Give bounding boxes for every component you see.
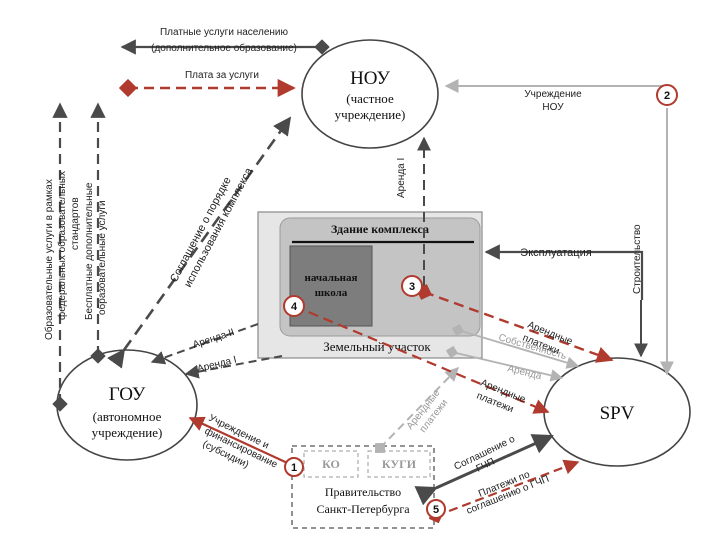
arrow-establishment [188,416,295,467]
spv-node: SPV [543,357,691,467]
badge-3: 3 [401,275,423,297]
nou-title: НОУ [350,68,390,89]
badge-5-number: 5 [433,504,439,516]
badge-4: 4 [283,295,305,317]
label-free-services-2: образовательные услуги [96,200,108,315]
label-rent-i-vertical: Аренда I [396,158,407,198]
complex-box: Здание комплекса начальная школа Земельн… [257,211,483,359]
gou-node: ГОУ (автономное учреждение) [56,349,198,461]
gou-title: ГОУ [109,384,146,405]
label-free-services-1: Бесплатные дополнительные [84,182,95,320]
badge-1-number: 1 [291,462,297,474]
label-rent-i: Аренда I [196,354,238,374]
label-operation: Эксплуатация [520,247,591,259]
nou-node: НОУ (частное учреждение) [301,39,439,149]
arrow-rent-i-gou [184,355,283,379]
kugi-label: КУГИ [382,457,417,471]
arrow-ppp-payments [428,459,580,524]
label-rent: Аренда [506,363,543,382]
label-construction: Строительство [632,224,643,294]
building-label: Здание комплекса [331,222,429,236]
gou-subtitle-line1: (автономное [93,409,162,424]
arrow-rent-payments-4 [286,298,550,414]
badge-2-number: 2 [664,90,670,102]
nou-subtitle-line1: (частное [346,91,394,106]
badge-3-number: 3 [409,281,415,293]
government-label-line1: Правительство [325,485,401,499]
school-label-line2: школа [315,287,348,299]
label-edu-services-1: Образовательные услуги в рамках [43,179,55,340]
label-paid-services-1: Платные услуги населению [160,27,289,38]
arrow-rent-ii [150,323,259,365]
arrow-agreement [107,116,292,369]
badge-2: 2 [656,84,678,106]
label-rent-ii: Аренда II [192,327,236,351]
spv-title: SPV [600,403,635,424]
land-label: Земельный участок [323,339,431,354]
label-nou-institution-1: Учреждение [524,89,582,100]
nou-subtitle-line2: учреждение) [335,107,406,122]
badge-1: 1 [284,457,304,477]
school-label-line1: начальная [305,272,358,284]
badge-5: 5 [426,499,446,519]
label-edu-services-2: федеральных образовательных [56,171,68,320]
label-paid-services-2: (дополнительное образование) [151,42,297,54]
label-nou-institution-2: НОУ [542,102,564,113]
government-label-line2: Санкт-Петербурга [316,502,410,516]
badge-4-number: 4 [291,301,298,313]
ko-label: КО [322,457,340,471]
government-box: КО КУГИ Правительство Санкт-Петербурга [291,445,435,529]
label-edu-services-3: стандартов [70,197,81,250]
gou-subtitle-line2: учреждение) [92,425,163,440]
arrow-operation [484,244,644,300]
label-service-fee: Плата за услуги [185,70,259,81]
